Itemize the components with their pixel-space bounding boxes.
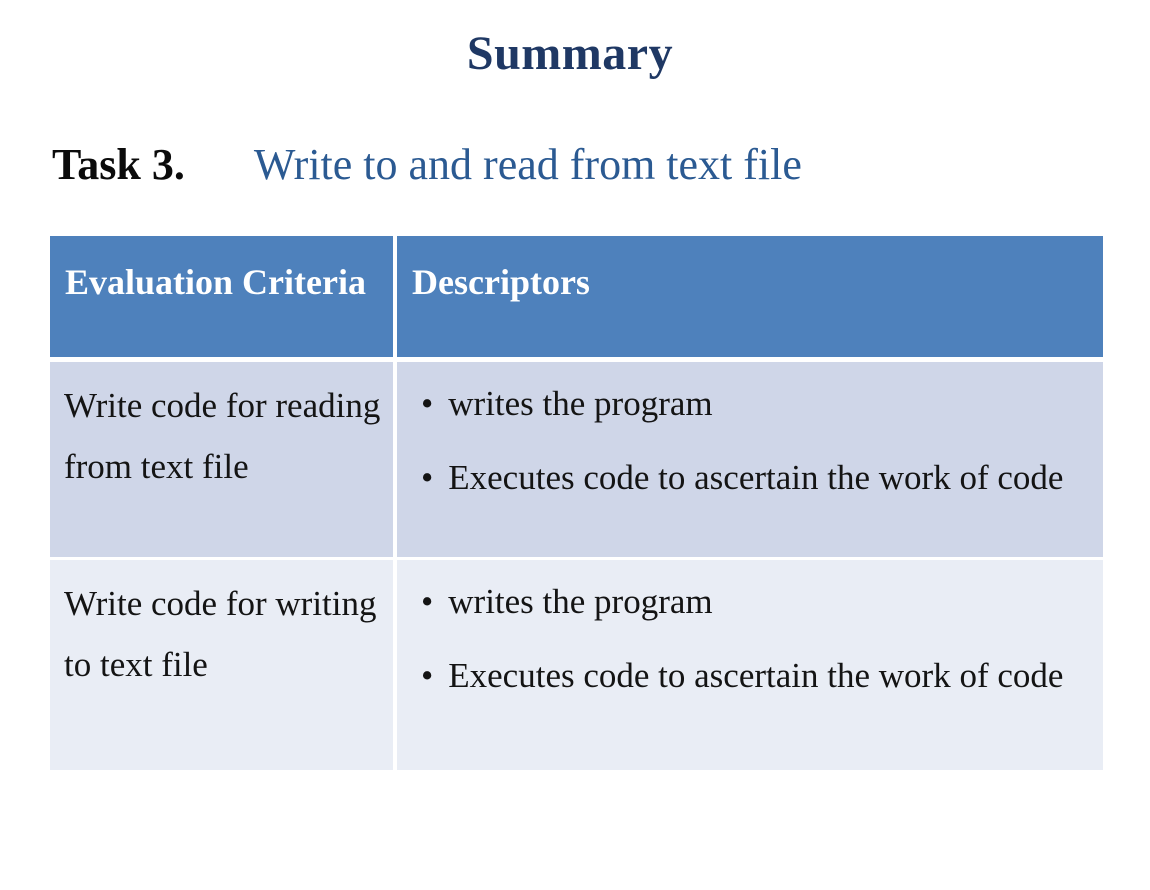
descriptor-text: Executes code to ascertain the work of c… xyxy=(448,458,1064,497)
list-item: • writes the program xyxy=(421,374,1085,434)
task-heading: Task 3. Write to and read from text file xyxy=(52,139,1150,190)
bullet-icon: • xyxy=(421,582,434,621)
page-title: Summary xyxy=(466,27,674,80)
criteria-cell: Write code for reading from text file xyxy=(50,362,397,560)
list-item: • Executes code to ascertain the work of… xyxy=(421,646,1085,706)
bullet-icon: • xyxy=(421,656,434,695)
descriptor-list: • writes the program • Executes code to … xyxy=(421,374,1085,508)
table-row: Write code for writing to text file • wr… xyxy=(50,560,1103,770)
column-header-descriptors: Descriptors xyxy=(397,236,1103,362)
descriptor-text: Executes code to ascertain the work of c… xyxy=(448,656,1064,695)
evaluation-table: Evaluation Criteria Descriptors Write co… xyxy=(50,236,1103,770)
task-label: Task 3. xyxy=(52,140,185,189)
descriptor-text: writes the program xyxy=(448,384,713,423)
column-header-evaluation-criteria: Evaluation Criteria xyxy=(50,236,397,362)
descriptors-cell: • writes the program • Executes code to … xyxy=(397,362,1103,560)
descriptor-text: writes the program xyxy=(448,582,713,621)
list-item: • writes the program xyxy=(421,572,1085,632)
table-row: Write code for reading from text file • … xyxy=(50,362,1103,560)
descriptors-cell: • writes the program • Executes code to … xyxy=(397,560,1103,770)
task-title: Write to and read from text file xyxy=(253,140,802,189)
bullet-icon: • xyxy=(421,384,434,423)
list-item: • Executes code to ascertain the work of… xyxy=(421,448,1085,508)
bullet-icon: • xyxy=(421,458,434,497)
descriptor-list: • writes the program • Executes code to … xyxy=(421,572,1085,706)
slide: Summary Task 3. Write to and read from t… xyxy=(0,26,1150,890)
criteria-cell: Write code for writing to text file xyxy=(50,560,397,770)
table-header-row: Evaluation Criteria Descriptors xyxy=(50,236,1103,362)
